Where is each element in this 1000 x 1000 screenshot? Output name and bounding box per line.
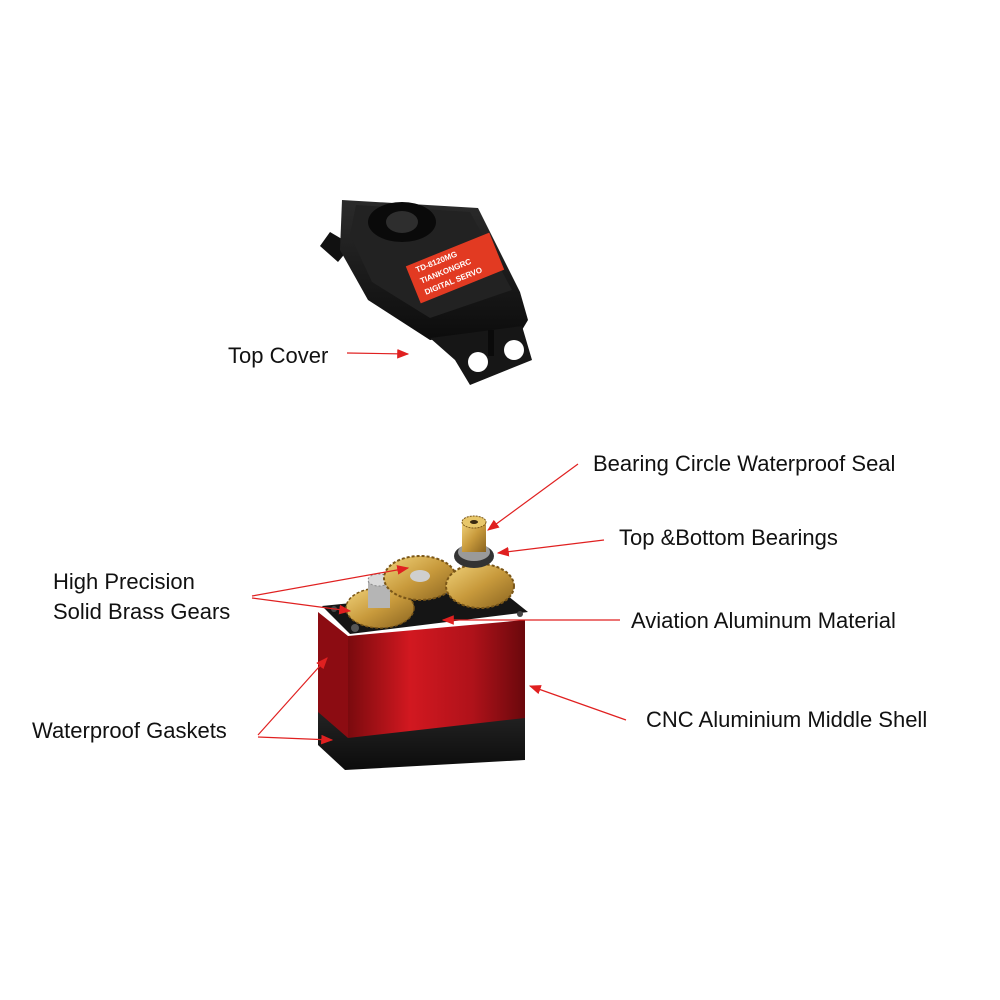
brass-gears (345, 515, 515, 629)
arrow-bearing-seal (487, 463, 579, 531)
label-waterproof-gaskets: Waterproof Gaskets (32, 718, 227, 743)
label-brass-gears-line1: High Precision (53, 569, 195, 594)
arrow-bearings (496, 539, 605, 557)
top-cover-part: TD-8120MG TIANKONGRC DIGITAL SERVO (320, 200, 532, 385)
label-middle-shell: CNC Aluminium Middle Shell (646, 707, 928, 732)
label-brass-gears-line2: Solid Brass Gears (53, 599, 231, 624)
arrow-gaskets-lower (257, 734, 334, 745)
arrow-middle-shell (528, 685, 627, 721)
arrow-gaskets-upper (257, 657, 328, 736)
label-bearing-seal: Bearing Circle Waterproof Seal (593, 451, 896, 476)
arrow-gears-lower (251, 597, 352, 615)
arrow-gears-upper (251, 565, 410, 597)
label-bearings: Top &Bottom Bearings (619, 525, 838, 550)
label-top-cover: Top Cover (228, 343, 329, 368)
label-brass-gears: High Precision Solid Brass Gears (53, 567, 230, 627)
arrow-top-cover (346, 349, 410, 359)
label-aviation-aluminum: Aviation Aluminum Material (631, 608, 896, 633)
callout-arrows (251, 349, 627, 745)
cover-sticker: TD-8120MG TIANKONGRC DIGITAL SERVO (405, 232, 505, 304)
